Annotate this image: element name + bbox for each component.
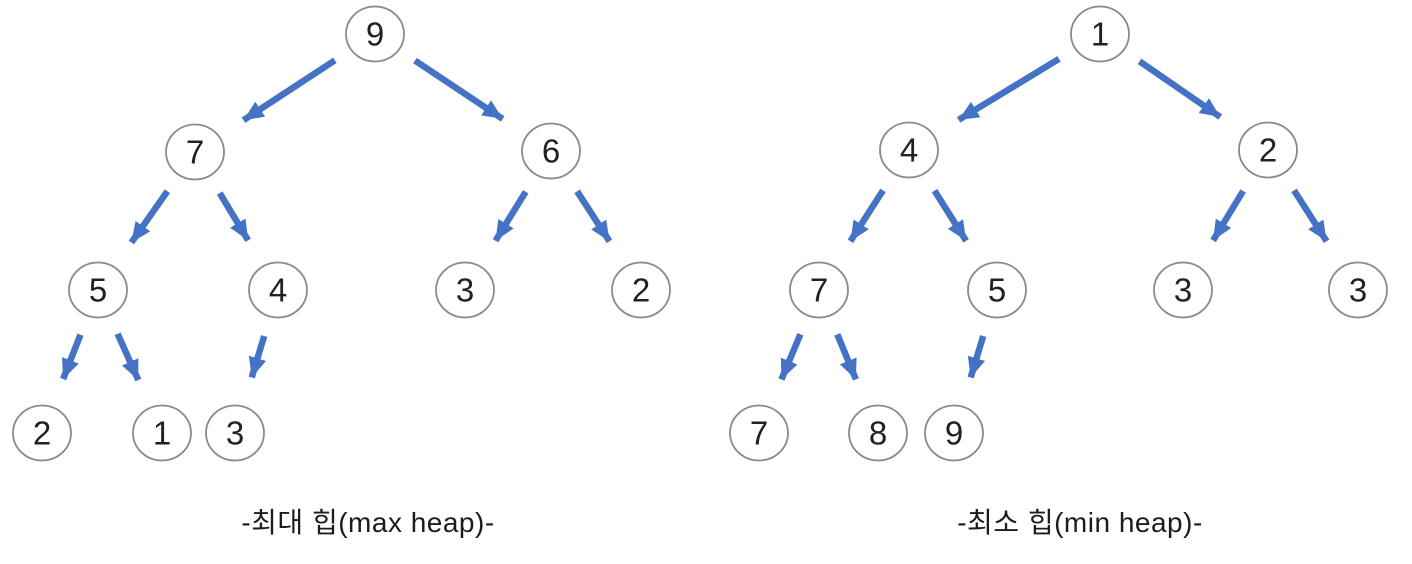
edge-arrow-r9-to-n7 (241, 57, 337, 123)
node-circle (1153, 261, 1213, 319)
node-value: 9 (945, 415, 963, 452)
tree-node: 4 (879, 121, 939, 179)
node-value: 5 (988, 272, 1006, 309)
node-circle (848, 404, 908, 462)
node-value: 3 (456, 272, 474, 309)
node-circle (967, 261, 1027, 319)
tree-node: 3 (1153, 261, 1213, 319)
max-heap-tree: 9 7 6 5 4 3 2 2 1 3 (12, 5, 671, 462)
node-circle (1238, 121, 1298, 179)
tree-node: 2 (611, 261, 671, 319)
tree-node: 2 (1238, 121, 1298, 179)
tree-node: 1 (1070, 5, 1130, 63)
edge-arrow-n2-to-n3a (1210, 189, 1246, 243)
edge-arrow-n7-to-l8 (834, 333, 859, 381)
node-circle (205, 404, 265, 462)
edge-arrow-n7-to-n5 (128, 189, 171, 245)
node-value: 2 (33, 415, 51, 452)
tree-node: 8 (848, 404, 908, 462)
tree-node: 7 (789, 261, 849, 319)
max-heap-caption: -최대 힙(max heap)- (241, 507, 495, 538)
node-value: 1 (153, 415, 171, 452)
edge-arrow-n4-to-n5 (931, 188, 969, 243)
node-value: 7 (810, 272, 828, 309)
node-value: 5 (89, 272, 107, 309)
tree-node: 9 (924, 404, 984, 462)
node-circle (611, 261, 671, 319)
node-value: 3 (1349, 272, 1367, 309)
edge-arrow-n5-to-l9 (967, 335, 987, 379)
edge-arrow-n4-to-l3 (248, 335, 268, 379)
node-value: 2 (1259, 132, 1277, 169)
node-circle (1328, 261, 1388, 319)
node-value: 2 (632, 272, 650, 309)
node-value: 4 (269, 272, 287, 309)
tree-node: 9 (345, 5, 405, 63)
node-value: 3 (1174, 272, 1192, 309)
edge-arrow-n6-to-n3 (492, 190, 529, 243)
edge-arrow-r1-to-n2 (1137, 58, 1223, 120)
node-circle (165, 123, 225, 181)
edge-arrow-n2-to-n3b (1291, 188, 1330, 243)
node-value: 7 (186, 134, 204, 171)
edge-arrow-r1-to-n4 (956, 56, 1061, 123)
node-value: 8 (869, 415, 887, 452)
tree-node: 3 (205, 404, 265, 462)
edge-arrow-n7-to-n4 (216, 191, 251, 242)
edge-arrow-n4-to-n7 (847, 188, 886, 243)
node-circle (345, 5, 405, 63)
node-circle (789, 261, 849, 319)
tree-node: 3 (435, 261, 495, 319)
node-circle (879, 121, 939, 179)
node-circle (521, 122, 581, 180)
node-value: 4 (900, 132, 918, 169)
node-value: 1 (1091, 16, 1109, 53)
min-heap-tree: 1 4 2 7 5 3 3 7 8 9 (729, 5, 1388, 462)
node-value: 9 (366, 16, 384, 53)
node-circle (924, 404, 984, 462)
tree-node: 4 (248, 261, 308, 319)
tree-node: 5 (967, 261, 1027, 319)
node-circle (68, 261, 128, 319)
node-circle (1070, 5, 1130, 63)
node-circle (248, 261, 308, 319)
edge-arrow-n5-to-l2 (60, 333, 84, 381)
node-circle (12, 404, 72, 462)
node-value: 6 (542, 133, 560, 170)
tree-node: 1 (132, 404, 192, 462)
tree-node: 6 (521, 122, 581, 180)
node-value: 3 (226, 415, 244, 452)
edge-arrow-n6-to-n2 (574, 189, 613, 244)
edge-arrow-r9-to-n6 (413, 57, 505, 122)
tree-node: 7 (729, 404, 789, 462)
edge-arrow-n7-to-l7 (778, 333, 804, 381)
tree-node: 7 (165, 123, 225, 181)
node-circle (435, 261, 495, 319)
node-value: 7 (750, 415, 768, 452)
node-circle (132, 404, 192, 462)
tree-node: 3 (1328, 261, 1388, 319)
tree-node: 2 (12, 404, 72, 462)
min-heap-caption: -최소 힙(min heap)- (957, 507, 1203, 538)
edge-arrow-n5-to-l1 (114, 332, 142, 382)
node-circle (729, 404, 789, 462)
tree-node: 5 (68, 261, 128, 319)
